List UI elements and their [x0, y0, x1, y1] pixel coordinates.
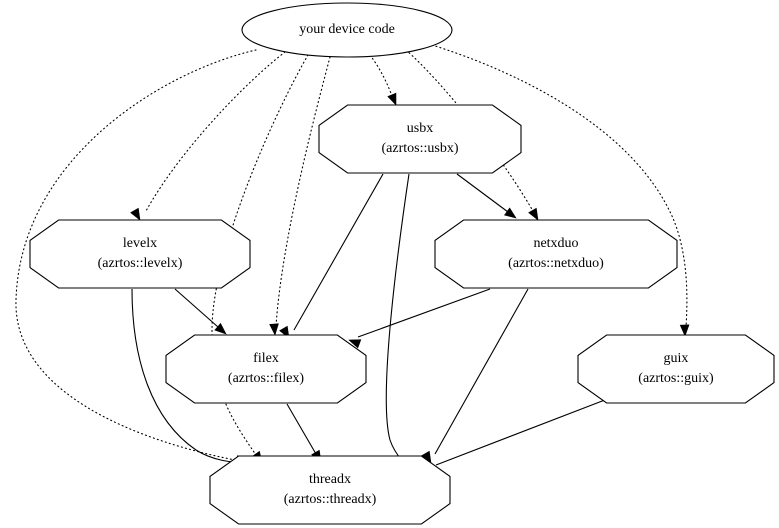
node-label-package: (azrtos::levelx) [98, 256, 183, 271]
edge-device-to-guix [431, 44, 690, 337]
edge-line [211, 54, 309, 456]
node-filex[interactable]: filex(azrtos::filex) [165, 334, 367, 404]
edge-levelx-to-filex [174, 288, 227, 335]
edge-usbx-to-netxduo [456, 173, 517, 219]
edge-line [174, 288, 219, 328]
octagon-shape [209, 455, 451, 525]
node-label-primary: usbx [407, 121, 433, 136]
edge-line [435, 397, 611, 466]
octagon-shape [577, 334, 775, 404]
node-guix[interactable]: guix(azrtos::guix) [577, 334, 775, 404]
node-label-package: (azrtos::filex) [228, 371, 305, 386]
node-label-primary: guix [664, 351, 689, 366]
arrow-head [528, 207, 539, 221]
node-label-package: (azrtos::threadx) [284, 492, 377, 507]
edge-filex-to-threadx [286, 403, 322, 463]
arrow-head [214, 322, 227, 335]
node-label-package: (azrtos::netxduo) [508, 256, 604, 271]
edge-line [293, 173, 384, 331]
node-levelx[interactable]: levelx(azrtos::levelx) [29, 219, 251, 289]
octagon-shape [434, 219, 678, 289]
node-threadx[interactable]: threadx(azrtos::threadx) [209, 455, 451, 525]
edge-device-to-levelx [130, 51, 286, 221]
node-label-primary: netxduo [533, 236, 578, 251]
node-label-package: (azrtos::guix) [638, 371, 714, 386]
ellipse-shape [241, 2, 453, 58]
node-label-primary: your device code [299, 22, 395, 37]
edge-line [286, 403, 317, 455]
edge-line [431, 44, 688, 328]
edge-line [145, 51, 286, 212]
node-label-package: (azrtos::usbx) [382, 141, 459, 156]
arrow-head [348, 339, 362, 349]
node-label-primary: levelx [123, 236, 157, 251]
edge-line [385, 173, 410, 463]
edge-line [369, 54, 393, 97]
node-usbx[interactable]: usbx(azrtos::usbx) [318, 104, 522, 174]
arrow-head [130, 207, 141, 221]
edge-line [357, 288, 491, 338]
edge-usbx-to-filex [279, 173, 384, 339]
node-device[interactable]: your device code [241, 2, 453, 58]
edge-line [131, 288, 253, 464]
edge-device-to-usbx [369, 54, 397, 106]
edge-guix-to-threadx [426, 397, 611, 478]
edge-line [15, 49, 257, 462]
edge-usbx-to-threadx [385, 173, 410, 470]
edge-line [275, 56, 331, 327]
node-label-primary: threadx [309, 472, 351, 487]
arrow-head [387, 92, 397, 106]
node-label-primary: filex [253, 351, 279, 366]
octagon-shape [29, 219, 251, 289]
nodes-layer: your device codeusbx(azrtos::usbx)levelx… [29, 2, 775, 525]
octagon-shape [318, 104, 522, 174]
node-netxduo[interactable]: netxduo(azrtos::netxduo) [434, 219, 678, 289]
edge-netxduo-to-filex [348, 288, 491, 349]
arrow-head [269, 323, 279, 336]
arrow-head [504, 207, 517, 219]
arrow-head [679, 324, 690, 337]
edge-line [434, 288, 529, 455]
edge-line [456, 173, 509, 213]
edge-netxduo-to-threadx [421, 288, 529, 464]
octagon-shape [165, 334, 367, 404]
edge-device-to-filex [269, 56, 331, 336]
